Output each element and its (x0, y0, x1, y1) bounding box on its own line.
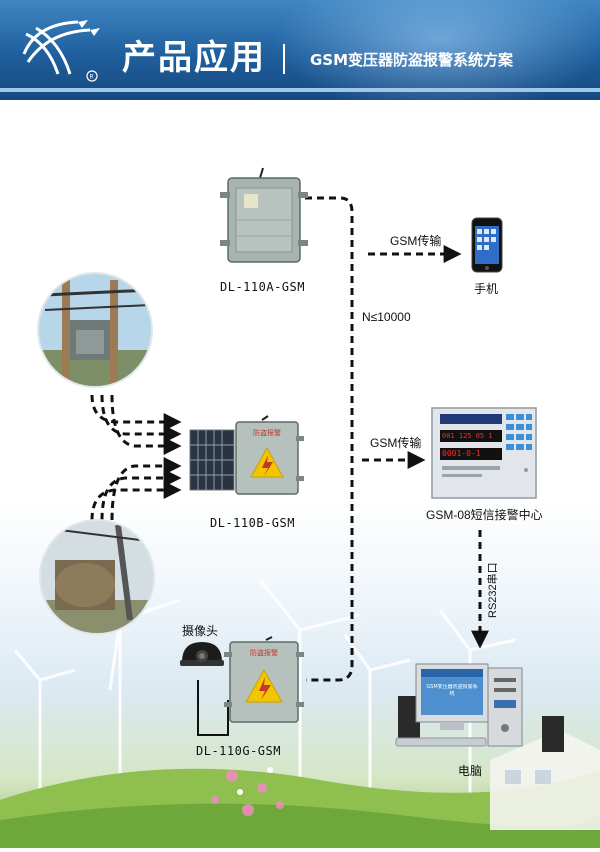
alarm-center-label: GSM-08短信接警中心 (426, 508, 543, 522)
capacity-label: N≤10000 (362, 310, 411, 324)
device-g-panel-text: 防盗报警 (250, 649, 278, 657)
header-glow (260, 0, 600, 100)
serial-label: RS232串口 (487, 562, 499, 618)
link-label-to-center: GSM传输 (370, 436, 422, 450)
link-label-to-phone: GSM传输 (390, 234, 442, 248)
page-subtitle: GSM变压器防盗报警系统方案 (310, 51, 514, 69)
header-underline (0, 88, 600, 92)
device-a-label: DL-110A-GSM (220, 280, 305, 294)
alarm-center-display-1: 001 125 05 1 (442, 432, 493, 440)
wind-turbines-illustration (0, 559, 600, 848)
alarm-center-display-2: 0001-0-1 (442, 449, 481, 458)
device-b-label: DL-110B-GSM (210, 516, 295, 530)
header-banner: R 产品应用 GSM变压器防盗报警系统方案 (0, 0, 600, 100)
computer-label: 电脑 (458, 764, 483, 778)
phone-label: 手机 (474, 282, 499, 296)
transformer-ground-photo (40, 520, 154, 634)
page-title: 产品应用 (122, 38, 266, 78)
device-b-panel-text: 防盗报警 (253, 429, 281, 437)
bus-line (305, 196, 354, 682)
title-divider (283, 44, 285, 74)
device-g-label: DL-110G-GSM (196, 744, 281, 758)
svg-text:R: R (90, 74, 94, 81)
camera-label: 摄像头 (182, 624, 219, 638)
swoosh-logo-icon: R (22, 20, 100, 82)
transformer-pole-photo (38, 273, 152, 387)
computer-screen-text: GSM变压器防盗报警系统 (426, 684, 478, 697)
